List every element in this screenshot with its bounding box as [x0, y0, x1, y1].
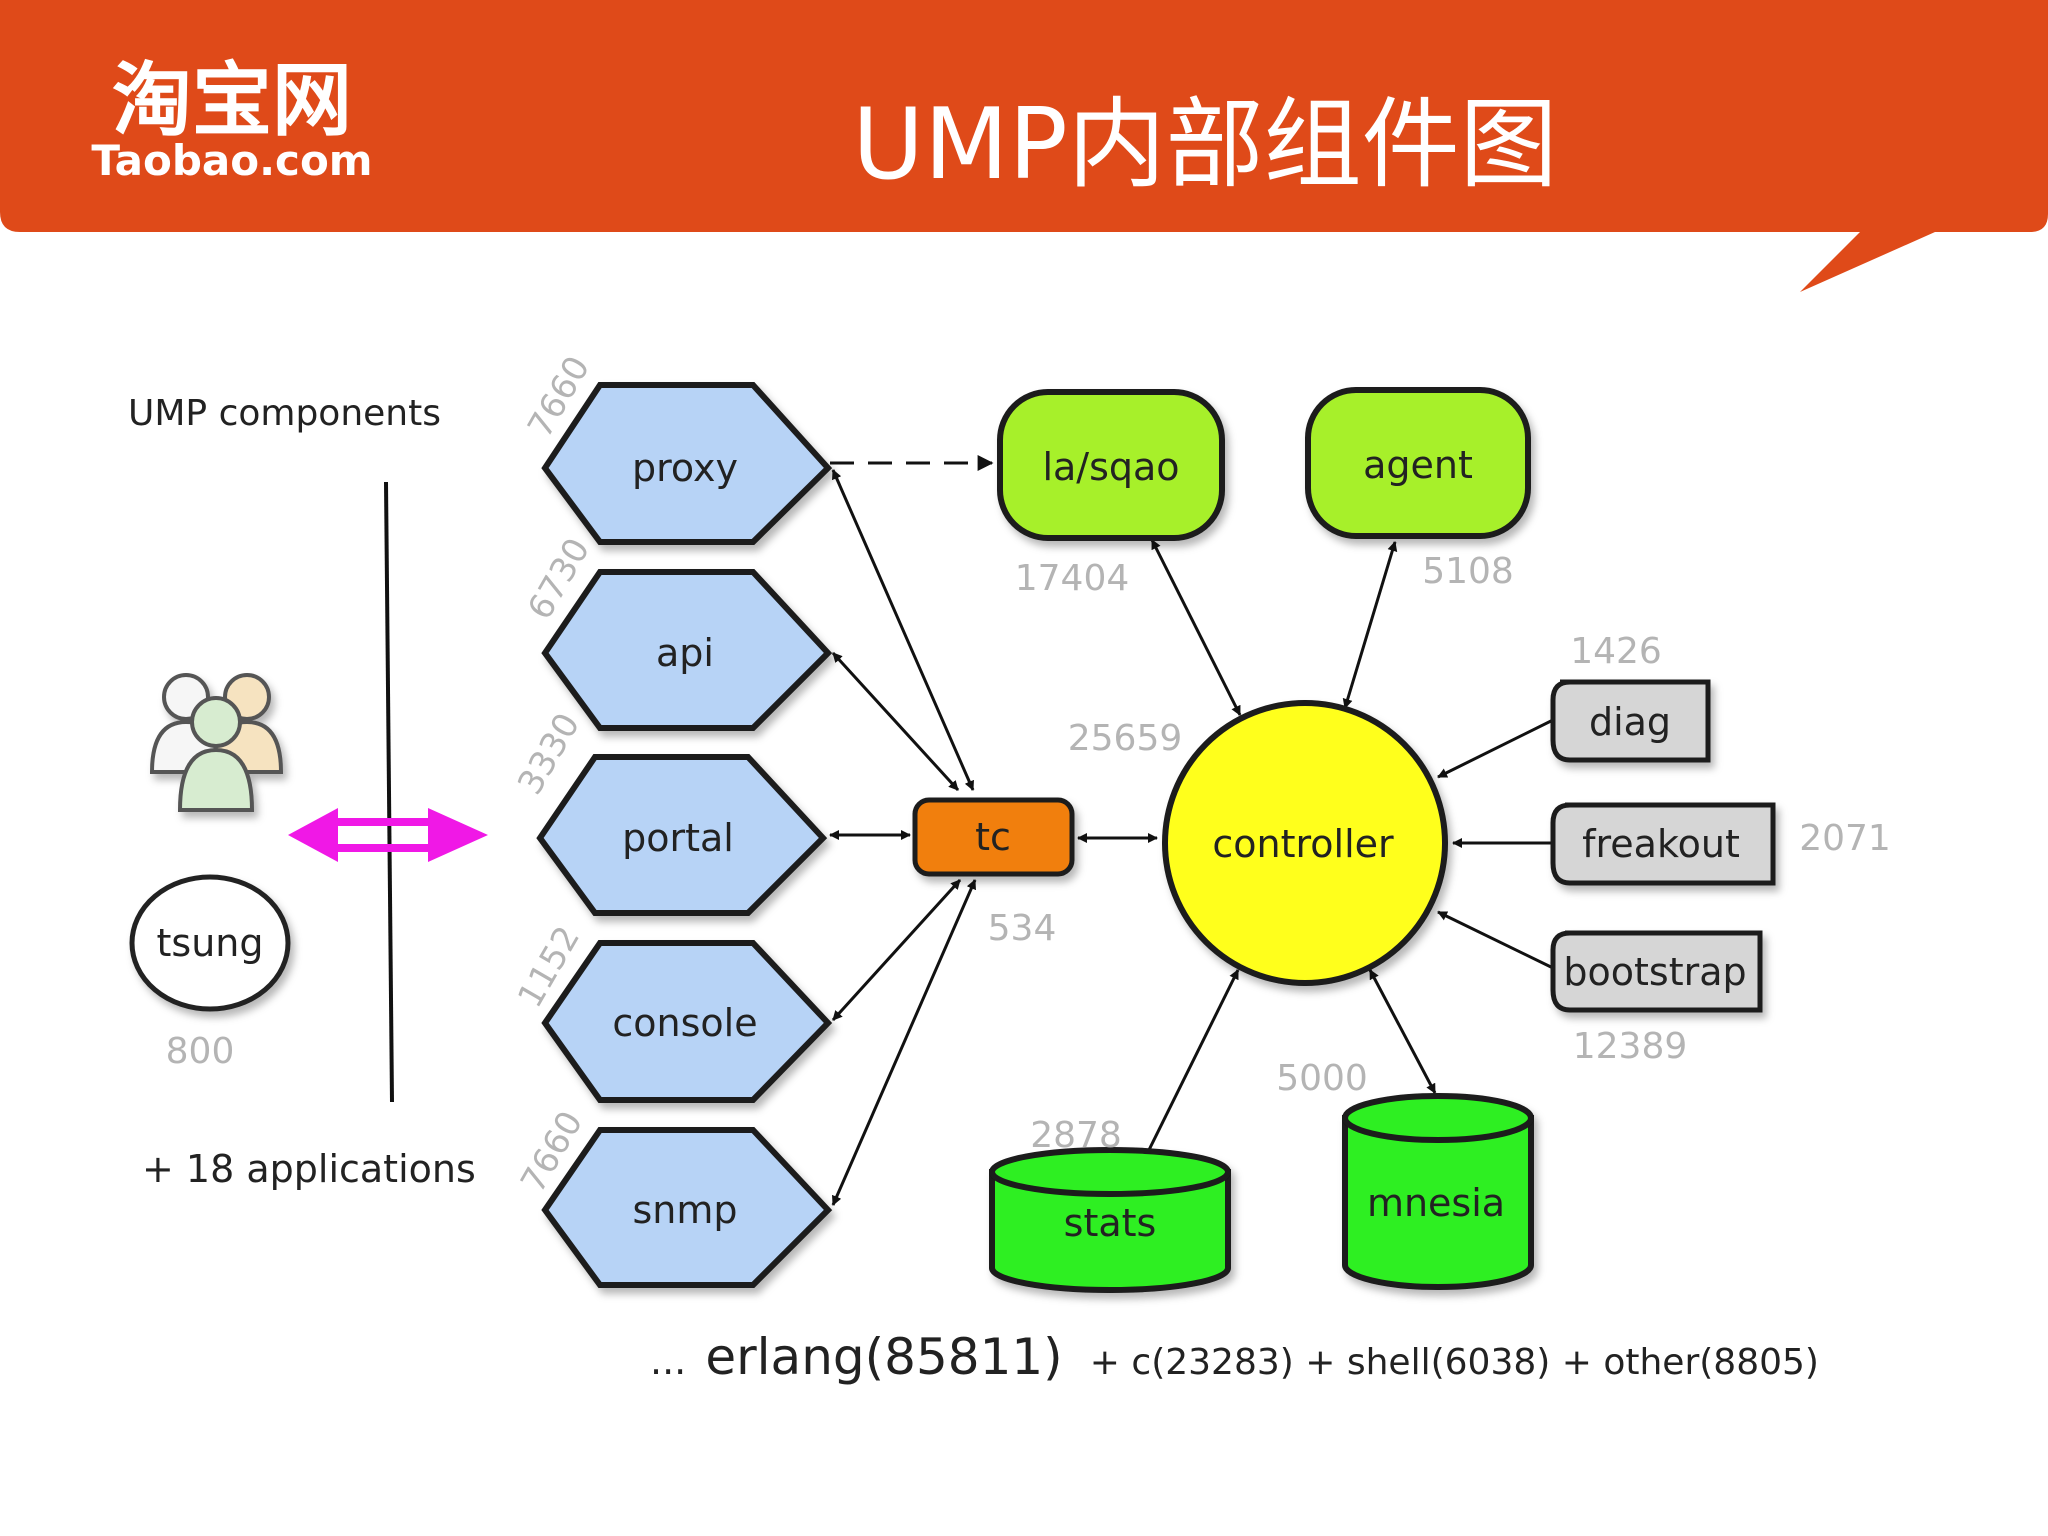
edge-agent-controller: [1342, 541, 1398, 709]
edge-api-tc: [831, 651, 960, 792]
lasqao-count: 17404: [1015, 558, 1130, 599]
hexagon-snmp: snmp 7660: [513, 1105, 833, 1288]
diag-node: diag 1426: [1550, 631, 1711, 763]
bootstrap-count: 12389: [1573, 1026, 1688, 1067]
connectors: [829, 455, 1554, 1206]
hexagon-console: console 1152: [510, 920, 833, 1103]
tc-node: tc 534: [912, 797, 1075, 949]
hexagon-api: api 6730: [520, 532, 833, 731]
lasqao-label: la/sqao: [1042, 445, 1179, 489]
agent-count: 5108: [1422, 551, 1514, 592]
edge-lasqao-controller: [1150, 539, 1242, 716]
mnesia-label: mnesia: [1367, 1181, 1505, 1225]
controller-count: 25659: [1068, 718, 1183, 759]
edge-stats-controller: [1143, 969, 1240, 1159]
pink-double-arrow: [288, 808, 488, 862]
separator-line: [384, 481, 394, 1103]
stats-count: 2878: [1030, 1115, 1122, 1156]
edge-diag-controller: [1437, 718, 1554, 779]
edge-console-tc: [831, 878, 962, 1022]
users-group-icon: [149, 673, 284, 812]
logo-english: Taobao.com: [91, 136, 372, 185]
controller-node: controller 25659: [1068, 700, 1448, 986]
bootstrap-label: bootstrap: [1563, 950, 1746, 994]
freakout-label: freakout: [1582, 822, 1740, 866]
diag-label: diag: [1589, 700, 1671, 744]
hexagon-api-label: api: [656, 631, 714, 675]
edge-proxy-tc: [831, 469, 975, 791]
footer-prefix: ...: [650, 1339, 686, 1383]
footer-erlang: erlang(85811): [705, 1328, 1062, 1386]
hexagon-proxy: proxy 7660: [520, 350, 833, 545]
tc-label: tc: [975, 815, 1011, 859]
footer-line: ... erlang(85811) + c(23283) + shell(603…: [650, 1328, 1819, 1386]
header-banner: [0, 0, 2048, 292]
edge-mnesia-controller: [1368, 969, 1437, 1094]
tsung-count: 800: [166, 1031, 235, 1072]
lasqao-node: la/sqao 17404: [997, 389, 1225, 599]
applications-label: + 18 applications: [142, 1147, 476, 1191]
diag-count: 1426: [1570, 631, 1662, 672]
page-title: UMP内部组件图: [852, 88, 1557, 202]
tc-count: 534: [988, 908, 1057, 949]
hexagon-portal: portal 3330: [510, 707, 828, 916]
logo-chinese: 淘宝网: [112, 54, 352, 147]
hexagon-portal-label: portal: [622, 816, 734, 860]
hexagon-console-label: console: [612, 1001, 757, 1045]
edge-snmp-tc: [831, 879, 977, 1206]
mnesia-count: 5000: [1276, 1058, 1368, 1099]
tsung-label: tsung: [157, 921, 264, 965]
stats-label: stats: [1064, 1201, 1157, 1245]
tsung-node: [129, 874, 291, 1012]
bootstrap-node: bootstrap 12389: [1550, 930, 1763, 1067]
mnesia-node: [1342, 1093, 1534, 1290]
hexagon-proxy-label: proxy: [632, 446, 738, 490]
freakout-node: freakout 2071: [1550, 802, 1891, 886]
freakout-count: 2071: [1799, 818, 1891, 859]
edge-bootstrap-controller: [1437, 910, 1554, 970]
controller-label: controller: [1212, 822, 1394, 866]
agent-node: agent 5108: [1305, 387, 1531, 592]
agent-label: agent: [1363, 443, 1473, 487]
stats-node: [989, 1147, 1231, 1293]
hexagon-snmp-label: snmp: [632, 1188, 737, 1232]
footer-rest: + c(23283) + shell(6038) + other(8805): [1090, 1342, 1819, 1383]
components-label: UMP components: [128, 393, 441, 434]
